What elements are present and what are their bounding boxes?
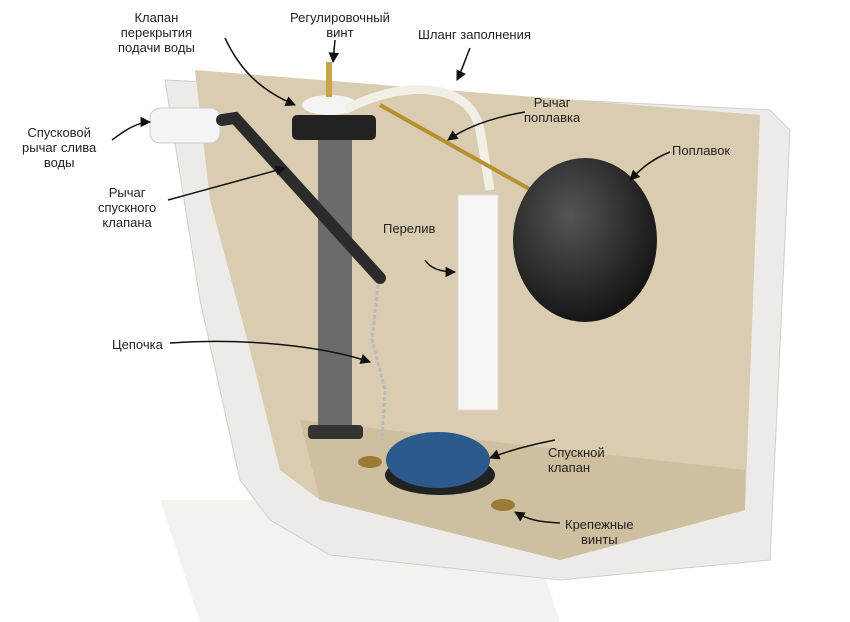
label-adjust-screw: Регулировочный винт [290, 10, 390, 40]
fill-valve-column [318, 130, 352, 430]
label-shutoff-valve: Клапан перекрытия подачи воды [118, 10, 195, 55]
label-flush-valve: Спускной клапан [548, 445, 605, 475]
label-float-arm: Рычаг поплавка [524, 95, 581, 125]
chain [370, 284, 387, 441]
overflow-tube [457, 194, 499, 411]
label-float: Поплавок [672, 143, 731, 158]
float-ball [513, 158, 657, 322]
flush-lever [216, 111, 386, 284]
label-flush-handle: Спусковой рычаг слива воды [22, 125, 97, 170]
label-mount-screws: Крепежные винты [565, 517, 634, 547]
callout-arrows [111, 37, 671, 524]
label-overflow: Перелив [383, 221, 436, 236]
flush-handle [149, 107, 221, 144]
mount-screw [358, 456, 382, 468]
float-arm [379, 103, 541, 197]
shutoff-valve [292, 115, 376, 140]
fill-hose [342, 85, 495, 191]
label-flush-valve-lever: Рычаг спускного клапана [98, 185, 157, 230]
label-fill-hose: Шланг заполнения [418, 27, 531, 42]
mount-screw [491, 499, 515, 511]
adjust-screw [326, 62, 332, 97]
flapper [386, 432, 490, 488]
label-chain: Цепочка [112, 337, 163, 352]
